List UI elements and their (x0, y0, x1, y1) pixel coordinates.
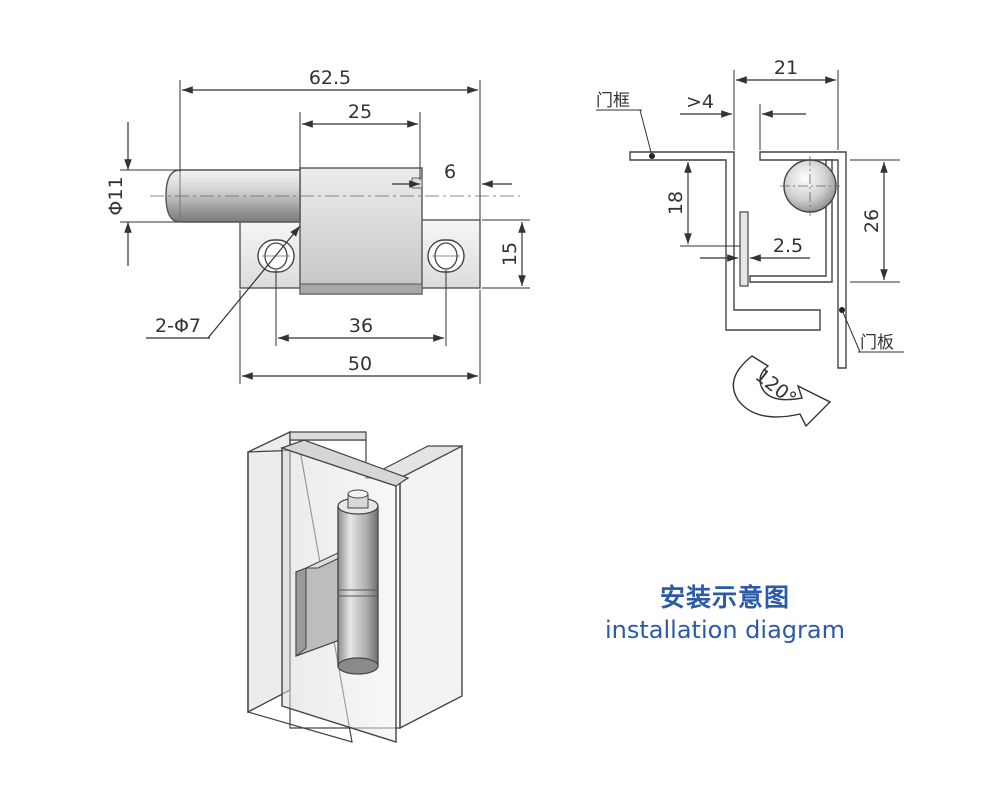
dim-pin-body: 25 (348, 101, 372, 123)
caption-zh: 安装示意图 (659, 583, 790, 612)
rotation-arrow: 120° (732, 355, 832, 428)
dim-tip: 6 (444, 161, 456, 183)
front-view: 62.5 25 6 Φ11 15 36 50 2-Φ7 (105, 67, 530, 384)
hinge-cylinder-iso (337, 505, 379, 667)
hinge-body (299, 167, 423, 295)
caption: 安装示意图 installation diagram (580, 582, 870, 646)
caption-en: installation diagram (605, 616, 845, 644)
dim-width: 21 (774, 57, 798, 79)
dim-gap: >4 (686, 91, 714, 113)
hinge-profile (759, 151, 847, 369)
side-view: 21 >4 18 2.5 26 门框 门板 120° (596, 57, 904, 428)
dim-hole-spacing: 36 (349, 315, 373, 337)
dim-pin-dia: Φ11 (105, 176, 127, 215)
isometric-view (247, 430, 463, 743)
pin-ball (783, 159, 837, 213)
dim-plate: 50 (348, 353, 372, 375)
label-door-frame: 门框 (596, 91, 630, 111)
hole-right (427, 239, 465, 273)
dim-holes: 2-Φ7 (155, 315, 201, 337)
dim-height: 15 (499, 242, 521, 266)
dim-depth: 18 (665, 191, 687, 215)
label-door-panel: 门板 (860, 333, 894, 353)
door-frame-profile (629, 151, 821, 331)
dim-thickness: 2.5 (773, 235, 803, 257)
dim-side-height: 26 (861, 209, 883, 233)
dim-overall: 62.5 (309, 67, 351, 89)
